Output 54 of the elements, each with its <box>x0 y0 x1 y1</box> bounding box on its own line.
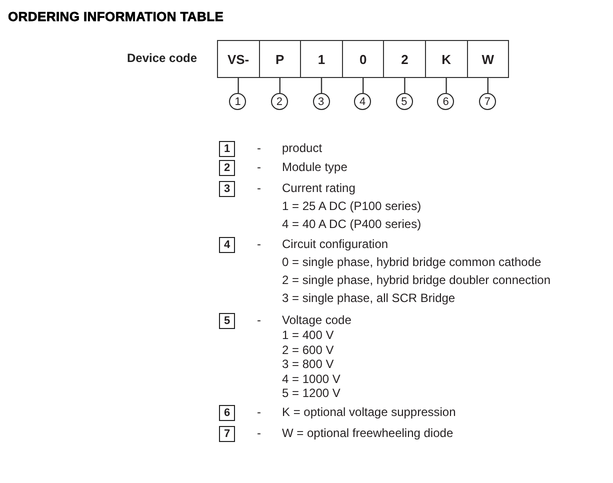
callout-number: 5 <box>219 313 235 329</box>
callout-number: 6 <box>437 93 454 110</box>
row-label: Device code <box>127 51 198 65</box>
code-cell: 2 <box>383 40 426 78</box>
description: product <box>282 141 322 155</box>
description: 0 = single phase, hybrid bridge common cathode <box>282 255 542 269</box>
description: 2 = single phase, hybrid bridge doubler connection <box>282 273 551 287</box>
callout-number: 5 <box>396 93 413 110</box>
callout-number: 4 <box>219 237 235 253</box>
description: 3 = 800 V <box>282 357 334 371</box>
code-cell: P <box>258 40 302 78</box>
callout-number: 2 <box>270 93 288 110</box>
code-cell: VS- <box>217 40 260 78</box>
callout-number: 3 <box>312 93 330 110</box>
dash: - <box>257 181 261 195</box>
description: 4 = 1000 V <box>282 372 340 386</box>
dash: - <box>257 237 261 251</box>
dash: - <box>257 160 261 174</box>
description: 3 = single phase, all SCR Bridge <box>282 291 456 305</box>
description: 2 = 600 V <box>282 342 334 356</box>
dash: - <box>257 313 261 327</box>
description: 1 = 400 V <box>282 328 334 342</box>
description: 1 = 25 A DC (P100 series) <box>282 199 422 213</box>
description: Voltage code <box>282 313 352 327</box>
dash: - <box>257 141 261 155</box>
title: ORDERING INFORMATION TABLE <box>8 9 224 24</box>
code-cell: K <box>425 40 468 78</box>
dash: - <box>257 426 261 440</box>
callout-number: 1 <box>219 141 235 157</box>
code-cell: 1 <box>300 40 343 78</box>
leader-line <box>487 78 488 93</box>
description: 4 = 40 A DC (P400 series) <box>282 217 422 231</box>
callout-number: 4 <box>354 93 372 110</box>
callout-number: 2 <box>219 160 235 176</box>
code-cell: 0 <box>342 40 384 78</box>
callout-number: 3 <box>219 181 235 197</box>
callout-number: 7 <box>219 426 235 442</box>
callout-number: 6 <box>219 405 235 421</box>
code-cell: W <box>466 40 510 78</box>
callout-number: 7 <box>478 93 496 110</box>
dash: - <box>257 405 261 419</box>
callout-number: 1 <box>229 93 246 110</box>
description: Module type <box>282 160 348 174</box>
leader-line <box>238 78 239 93</box>
description: Current rating <box>282 181 356 195</box>
leader-line <box>404 78 406 93</box>
leader-line <box>362 78 364 93</box>
description: 5 = 1200 V <box>282 386 340 400</box>
description: K = optional voltage suppression <box>282 405 456 419</box>
leader-line <box>320 78 322 93</box>
leader-line <box>446 78 447 93</box>
leader-line <box>279 78 280 93</box>
description: W = optional freewheeling diode <box>282 426 454 440</box>
description: Circuit configuration <box>282 237 388 251</box>
